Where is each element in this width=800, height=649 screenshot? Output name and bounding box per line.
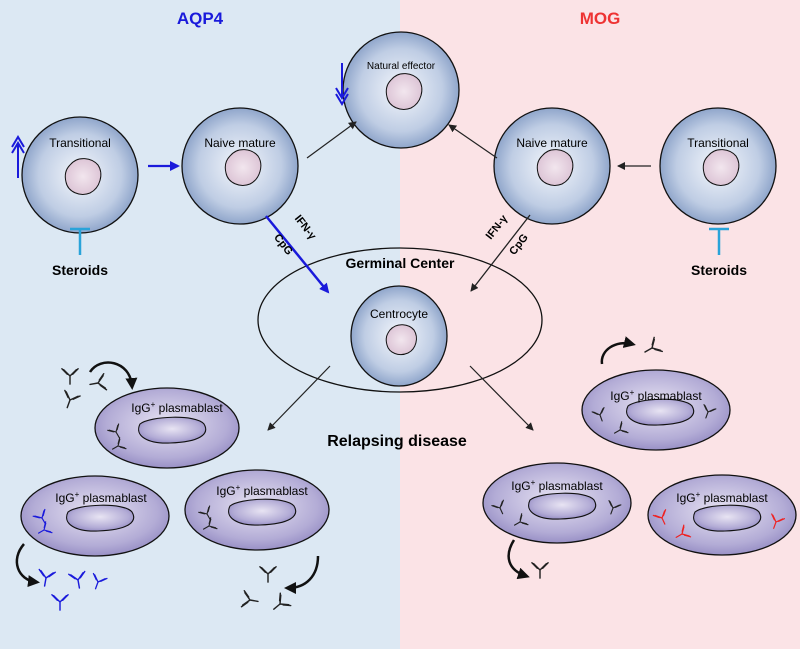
plasmablast-label: IgG+ plasmablast xyxy=(131,400,223,415)
curved-arrow-icon xyxy=(15,543,40,588)
plasmablast-label: IgG+ plasmablast xyxy=(610,388,702,403)
cell-centrocyte: Centrocyte xyxy=(350,285,448,387)
up-double-arrow-icon xyxy=(11,135,25,178)
plasmablast-label: IgG+ plasmablast xyxy=(511,478,603,493)
transitional-label: Transitional xyxy=(49,136,111,150)
relapsing-disease-label: Relapsing disease xyxy=(327,433,467,450)
curved-arrow-icon xyxy=(600,336,636,365)
germinal-center xyxy=(257,247,543,393)
plasmablast-aqp4-3: IgG+ plasmablast xyxy=(184,469,330,551)
plasmablast-label: IgG+ plasmablast xyxy=(676,490,768,505)
transitional-label-mog: Transitional xyxy=(687,136,749,150)
plasmablast-aqp4-2: IgG+ plasmablast xyxy=(20,475,170,557)
steroids-inhibitor-aqp4 xyxy=(70,227,90,255)
arrow-gc-to-plasmablast-mog xyxy=(469,365,534,431)
plasmablast-label: IgG+ plasmablast xyxy=(55,490,147,505)
natural-effector-label: Natural effector xyxy=(367,61,436,72)
curved-arrow-icon xyxy=(88,361,138,390)
steroids-inhibitor-mog xyxy=(709,227,729,255)
curved-arrow-icon xyxy=(284,555,320,594)
cell-naive-mature-mog: Naive mature xyxy=(493,107,611,225)
plasmablast-mog-2: IgG+ plasmablast xyxy=(482,462,632,544)
plasmablast-aqp4-1: IgG+ plasmablast xyxy=(94,387,240,469)
aqp4-title: AQP4 xyxy=(177,9,224,28)
steroids-label-aqp4: Steroids xyxy=(52,262,108,278)
cell-naive-mature-aqp4: Naive mature xyxy=(181,107,299,225)
plasmablast-label: IgG+ plasmablast xyxy=(216,483,308,498)
naive-mature-label-mog: Naive mature xyxy=(516,136,588,150)
curved-arrow-icon xyxy=(507,539,530,580)
cell-transitional-mog: Transitional xyxy=(659,107,777,225)
arrow-naive-to-effector-aqp4 xyxy=(306,121,357,159)
cell-transitional-aqp4: Transitional xyxy=(21,116,139,234)
steroids-label-mog: Steroids xyxy=(691,262,747,278)
naive-mature-label-aqp4: Naive mature xyxy=(204,136,276,150)
germinal-center-label: Germinal Center xyxy=(346,255,455,271)
plasmablast-mog-3: IgG+ plasmablast xyxy=(647,474,797,556)
centrocyte-label: Centrocyte xyxy=(370,307,428,321)
arrow-naive-to-effector-mog xyxy=(448,124,498,159)
arrow-naive-to-gc-mog xyxy=(470,214,531,292)
cell-natural-effector: Natural effector xyxy=(342,31,460,149)
arrow-naive-to-gc-aqp4 xyxy=(265,215,330,294)
mog-title: MOG xyxy=(580,9,621,28)
arrow-gc-to-plasmablast-aqp4 xyxy=(267,365,331,431)
plasmablast-mog-1: IgG+ plasmablast xyxy=(581,369,731,451)
down-double-arrow-icon xyxy=(335,63,349,106)
